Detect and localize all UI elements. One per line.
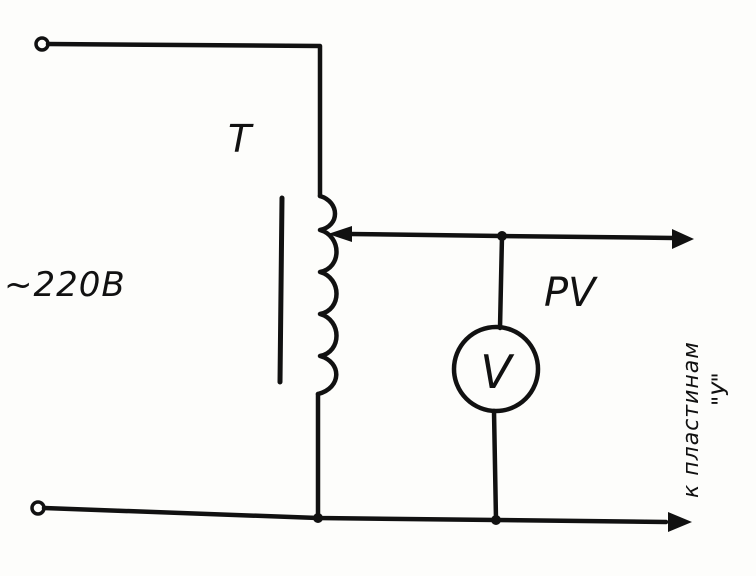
transformer-core — [277, 195, 285, 385]
output-label-group: к пластинам "У" — [679, 341, 734, 498]
output-label-line1: к пластинам — [679, 341, 704, 498]
top-output-arrow — [672, 229, 694, 249]
output-label-line2: "У" — [709, 372, 734, 406]
tap-wiper-arrow — [328, 226, 352, 242]
bottom-output-arrow — [668, 512, 692, 532]
voltmeter-lower-lead — [491, 408, 499, 523]
tap-wire — [347, 231, 677, 241]
source-voltage-label: ~220В — [4, 265, 126, 305]
transformer-label: T — [228, 117, 254, 161]
voltmeter-symbol: V — [480, 345, 515, 399]
junction-node-bottom-left — [313, 513, 323, 523]
bottom-wire — [41, 505, 669, 525]
voltmeter-label: PV — [544, 270, 598, 316]
voltmeter-upper-lead — [497, 233, 505, 331]
transformer-winding — [315, 193, 339, 397]
top-input-wire — [45, 41, 323, 199]
